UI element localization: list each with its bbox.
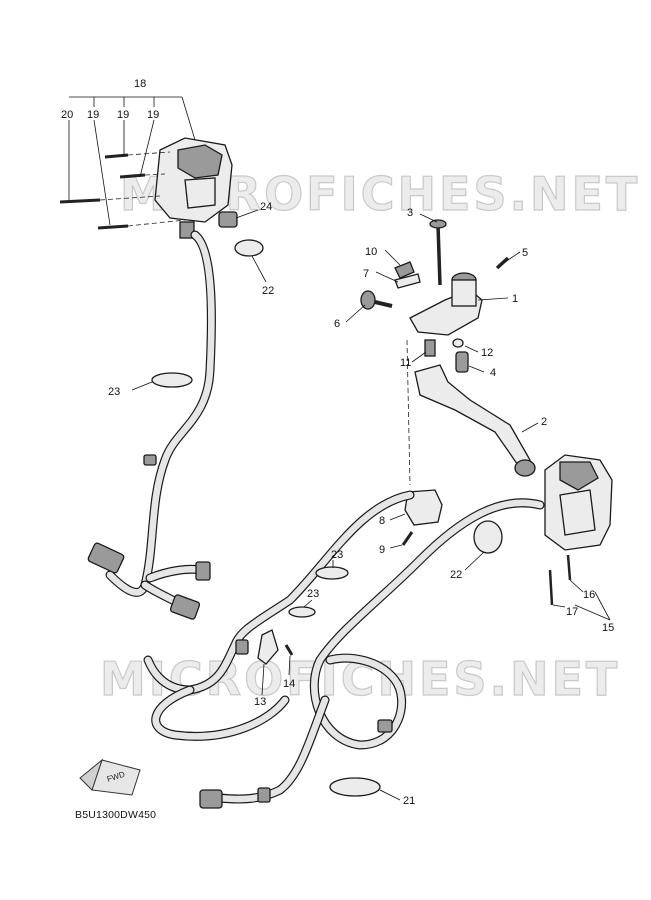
callout-22-left: 22 — [262, 285, 274, 297]
callout-4: 4 — [490, 367, 496, 379]
callout-8: 8 — [379, 515, 385, 527]
callout-16: 16 — [583, 589, 595, 601]
part-22-collar-left — [234, 239, 264, 257]
callout-6: 6 — [334, 318, 340, 330]
callout-19-a: 19 — [87, 109, 99, 121]
callout-22-right: 22 — [450, 569, 462, 581]
lever-bracket-1 — [409, 272, 483, 336]
switch-screws — [59, 151, 186, 230]
callout-13: 13 — [254, 696, 266, 708]
part-4-collar — [455, 351, 469, 373]
diagram-code: B5U1300DW450 — [75, 809, 156, 821]
lever-to-switch-guide — [406, 339, 411, 486]
part-2-lever — [414, 364, 531, 469]
callout-labels: 18 20 19 19 19 24 22 23 3 10 5 7 1 6 11 … — [61, 78, 614, 807]
part-13-bracket — [257, 629, 279, 665]
part-9-screw — [401, 531, 414, 546]
left-switch-harness — [87, 230, 216, 620]
part-5-bolt — [495, 256, 510, 270]
part-17-screw — [548, 569, 554, 606]
part-11-pin — [424, 339, 436, 357]
callout-2: 2 — [541, 416, 547, 428]
callout-23-b: 23 — [307, 588, 319, 600]
right-handlebar-switch — [544, 454, 613, 551]
callout-15: 15 — [602, 622, 614, 634]
part-24-clamp — [218, 211, 238, 228]
callout-10: 10 — [365, 246, 377, 258]
callout-17: 17 — [566, 606, 578, 618]
part-10-switch — [394, 261, 415, 279]
callout-18: 18 — [134, 78, 146, 90]
callout-14: 14 — [283, 678, 295, 690]
callout-5: 5 — [522, 247, 528, 259]
part-23-band-a — [315, 566, 349, 580]
part-3-bolt-head — [429, 219, 447, 229]
fwd-arrow-icon: FWD — [79, 758, 141, 796]
callout-7: 7 — [363, 268, 369, 280]
callout-20: 20 — [61, 109, 73, 121]
lever-end-ball — [514, 459, 536, 477]
callout-24: 24 — [260, 201, 272, 213]
part-6-adjuster — [360, 290, 393, 310]
leader-lines — [68, 96, 611, 801]
part-12-washer — [452, 338, 464, 348]
part-16-screw — [566, 554, 572, 581]
callout-19-b: 19 — [117, 109, 129, 121]
left-handlebar-switch — [154, 137, 233, 239]
callout-19-c: 19 — [147, 109, 159, 121]
part-22-collar-right — [473, 520, 503, 554]
part-21-clamp-band — [329, 777, 381, 797]
callout-1: 1 — [512, 293, 518, 305]
part-14-screw — [284, 644, 294, 656]
part-23-band-left — [151, 372, 193, 388]
callout-9: 9 — [379, 544, 385, 556]
callout-11: 11 — [400, 357, 411, 369]
part-8-clutch-switch — [404, 489, 443, 526]
callout-23-a: 23 — [331, 549, 343, 561]
callout-3: 3 — [407, 207, 413, 219]
main-wire-harness — [143, 490, 545, 809]
callout-23-left: 23 — [108, 386, 120, 398]
callout-21: 21 — [403, 795, 415, 807]
part-3-bolt — [436, 224, 442, 286]
callout-12: 12 — [481, 347, 493, 359]
part-23-band-b — [288, 606, 316, 618]
part-7-bracket — [394, 273, 421, 289]
